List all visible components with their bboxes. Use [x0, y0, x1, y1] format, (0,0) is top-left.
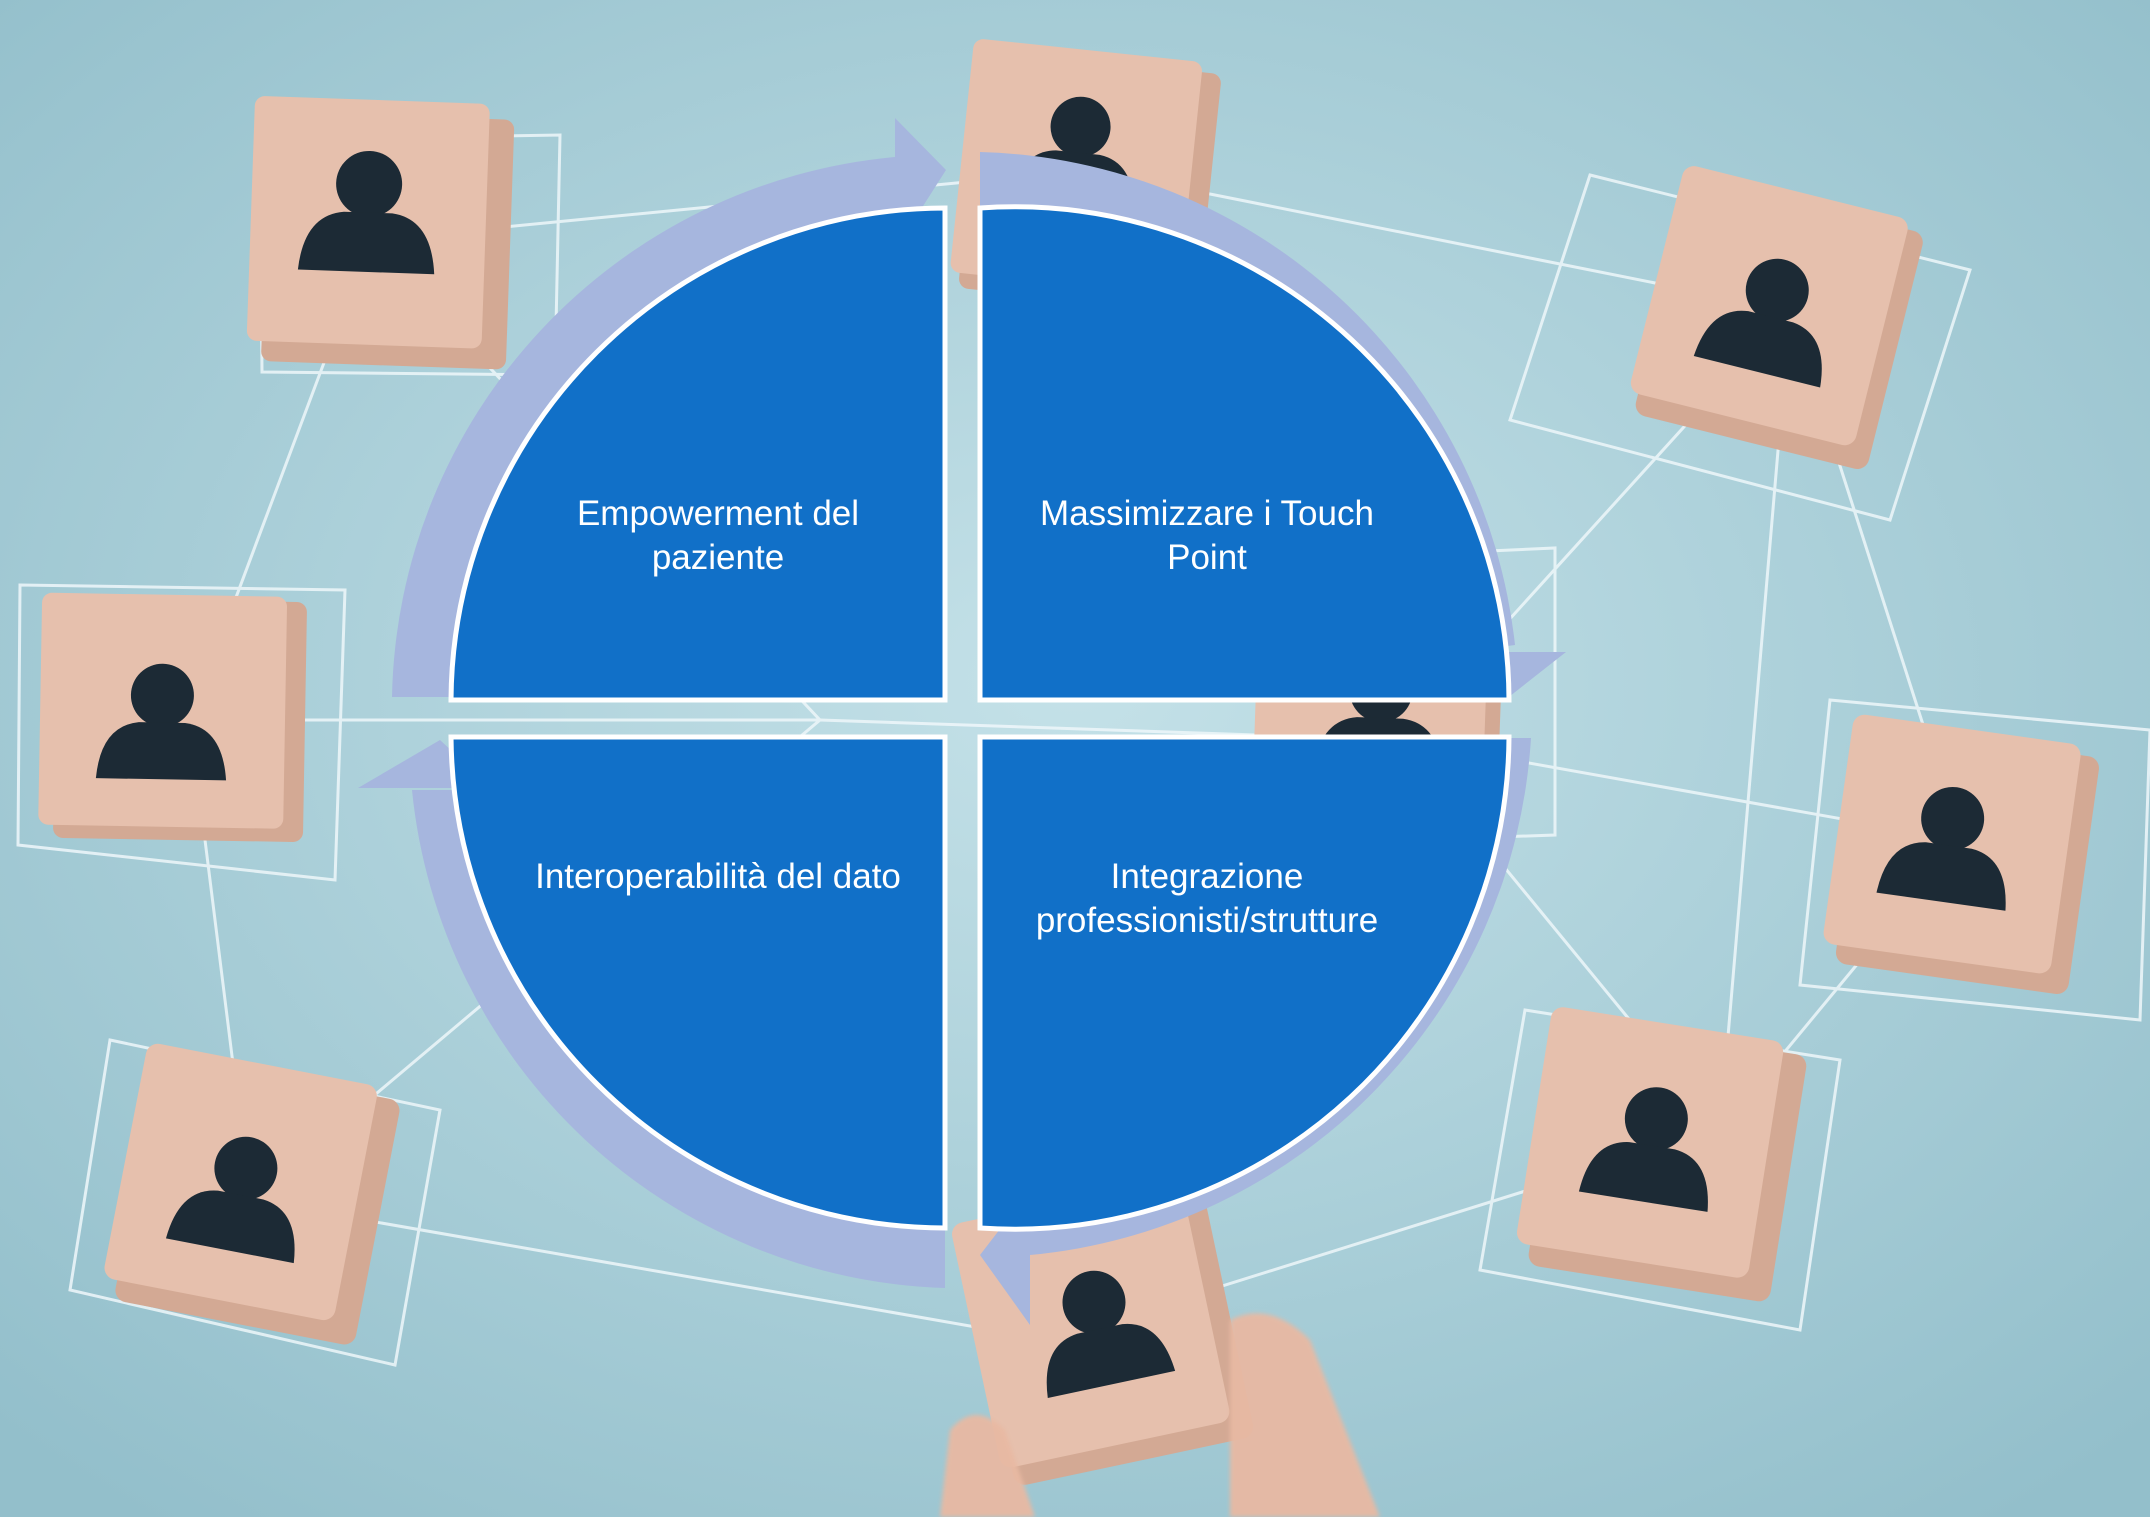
- quadrant-label-bottom-right: Integrazione professionisti/strutture: [1035, 857, 1379, 940]
- wooden-block-3: [1630, 166, 1923, 469]
- quadrants: [448, 204, 1512, 1232]
- cycle-arrow: [358, 118, 1566, 1325]
- quadrant-bottom-left: [448, 734, 948, 1231]
- wooden-block-1: [246, 96, 515, 370]
- quadrant-label-bottom-left: Interoperabilità del dato: [535, 857, 901, 896]
- quadrant-label-top-left: Empowerment del paziente: [576, 494, 860, 577]
- quadrant-bottom-right: [977, 734, 1512, 1232]
- wooden-block-6: [1823, 714, 2099, 994]
- wooden-block-4: [38, 592, 307, 842]
- wooden-block-8: [104, 1043, 400, 1345]
- wooden-block-7: [1516, 1007, 1807, 1302]
- quadrant-label-top-right: Massimizzare i Touch Point: [1040, 494, 1374, 577]
- hand: [940, 1313, 1380, 1517]
- quadrant-top-right: [977, 204, 1512, 703]
- quadrant-top-left: [448, 205, 948, 703]
